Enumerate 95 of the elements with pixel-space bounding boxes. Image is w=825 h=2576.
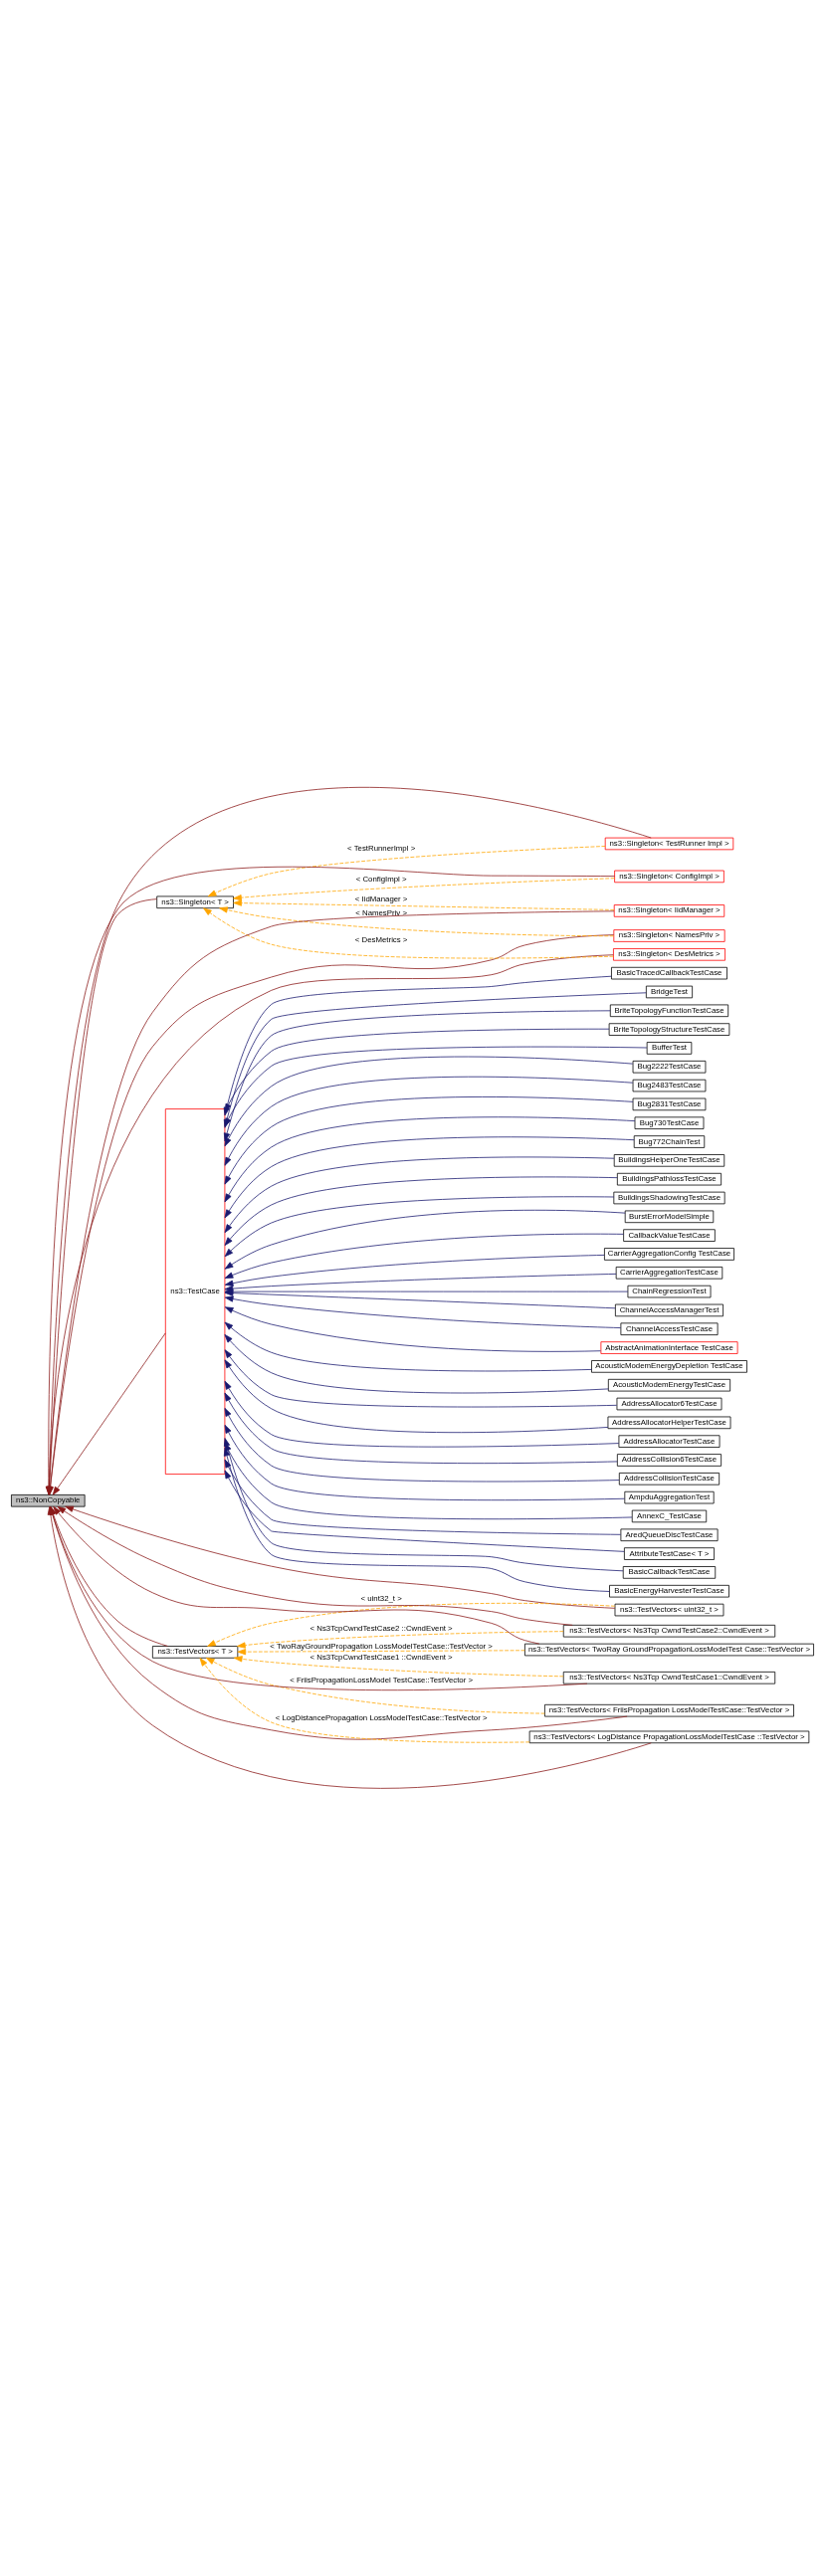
node-box: ns3::Singleton< T >	[156, 895, 234, 909]
arrow	[65, 1505, 616, 1609]
node-box: CarrierAggregationConfig TestCase	[604, 1248, 734, 1261]
node-box: Bug2222TestCase	[632, 1060, 707, 1074]
node-box: Bug2483TestCase	[632, 1079, 707, 1092]
node-box: ChannelAccessManagerTest	[615, 1303, 723, 1317]
node-box: AddressCollisionTestCase	[618, 1473, 721, 1486]
arrow	[224, 1136, 635, 1219]
node-box: ns3::TestVectors< TwoRay GroundPropagationLossModelTest Case::TestVector >	[524, 1643, 814, 1657]
node-box: Bug730TestCase	[634, 1116, 705, 1129]
node-box: AddressAllocatorHelperTestCase	[607, 1416, 731, 1430]
node-box: BriteTopologyFunctionTestCase	[609, 1004, 729, 1018]
node-box: BuildingsShadowingTestCase	[613, 1191, 725, 1205]
node-box: ChainRegressionTest	[627, 1285, 712, 1298]
node-box: ns3::Singleton< IidManager >	[613, 904, 725, 917]
arrow	[224, 1334, 609, 1394]
node-box: BurstErrorModelSimple	[624, 1210, 715, 1224]
arrow	[224, 1255, 605, 1287]
node-box: ns3::TestVectors< T >	[152, 1646, 239, 1659]
arrow	[224, 1380, 620, 1448]
edge-label: < uint32_t >	[360, 1594, 402, 1604]
arrow	[52, 1332, 166, 1495]
arrow	[224, 1459, 621, 1535]
arrow	[207, 846, 606, 897]
arrow	[224, 1470, 625, 1552]
node-box: ns3::TestVectors< uint32_t >	[614, 1603, 724, 1617]
edge-label: < FriisPropagationLossModel TestCase::TestVector >	[290, 1675, 474, 1684]
arrow	[233, 1656, 564, 1678]
node-box: BridgeTest	[645, 985, 693, 999]
arrow	[224, 1156, 615, 1234]
node-box: AmpduAggregationTest	[624, 1490, 715, 1504]
arrow	[237, 1631, 564, 1649]
node-box: BasicTracedCallbackTestCase	[611, 966, 727, 980]
arrow	[219, 906, 614, 937]
arrow	[223, 1447, 610, 1592]
edge-label: < DesMetrics >	[354, 934, 408, 944]
node-box: Bug2831TestCase	[632, 1097, 707, 1111]
arrow	[46, 787, 652, 1495]
node-box: BuildingsPathlossTestCase	[616, 1172, 722, 1186]
node-box: BufferTest	[646, 1042, 693, 1055]
arrow	[203, 907, 614, 959]
node-box: ns3::TestCase	[164, 1108, 226, 1475]
arrow	[233, 878, 615, 901]
node-box: AddressAllocatorTestCase	[618, 1435, 721, 1448]
node-box: AcousticModemEnergyDepletion TestCase	[591, 1360, 747, 1373]
node-box: AnnexC_TestCase	[631, 1509, 708, 1523]
arrow	[57, 1505, 573, 1626]
node-box: CallbackValueTestCase	[623, 1229, 716, 1242]
arrow	[224, 1295, 621, 1328]
arrow	[207, 1602, 616, 1647]
edge-label: < NamesPriv >	[355, 908, 408, 918]
node-box: ChannelAccessTestCase	[620, 1322, 719, 1335]
arrow	[199, 1658, 530, 1743]
edge-label: < Ns3TcpCwndTestCase2 ::CwndEvent >	[309, 1624, 453, 1634]
node-box: AddressCollision6TestCase	[616, 1454, 722, 1467]
node-box: AcousticModemEnergyTestCase	[607, 1378, 731, 1392]
node-box: ns3::Singleton< NamesPriv >	[613, 929, 725, 942]
edge-label: < ConfigImpl >	[355, 874, 407, 884]
node-box: BasicEnergyHarvesterTestCase	[609, 1584, 729, 1598]
arrow	[224, 1233, 624, 1279]
node-box: ns3::Singleton< DesMetrics >	[613, 948, 725, 961]
arrow	[224, 1176, 618, 1246]
arrow	[224, 1209, 626, 1270]
node-box: AttributeTestCase< T >	[624, 1547, 715, 1560]
arrow	[53, 1505, 540, 1645]
node-box: BuildingsHelperOneTestCase	[613, 1154, 725, 1167]
node-box: ns3::TestVectors< Ns3Tcp CwndTestCase1::CwndEvent >	[562, 1672, 776, 1684]
arrow	[224, 1028, 610, 1112]
node-box: ns3::NonCopyable	[11, 1494, 86, 1507]
arrow	[224, 1349, 617, 1408]
arrow	[224, 1359, 609, 1434]
arrow	[224, 1306, 601, 1352]
node-box: ns3::TestVectors< FriisPropagation LossModelTestCase::TestVector >	[544, 1703, 794, 1717]
arrow	[205, 1657, 545, 1714]
arrow	[233, 899, 615, 910]
node-box: ns3::TestVectors< LogDistance PropagationLossModelTestCase ::TestVector >	[528, 1730, 810, 1744]
arrow	[224, 1196, 615, 1258]
edge-label: < TwoRayGroundPropagation LossModelTestCase::TestVector >	[270, 1642, 493, 1652]
arrow	[46, 898, 157, 1495]
edge-label: < LogDistancePropagation LossModelTestCase::TestVector >	[275, 1712, 488, 1722]
node-box: ns3::Singleton< ConfigImpl >	[614, 870, 724, 884]
edge-label: < IidManager >	[354, 894, 408, 903]
node-box: AddressAllocator6TestCase	[616, 1397, 722, 1411]
edge-label: < TestRunnerImpl >	[347, 844, 416, 854]
node-box: ns3::Singleton< TestRunner Impl >	[604, 837, 734, 851]
node-box: CarrierAggregationTestCase	[615, 1267, 723, 1280]
node-box: BasicCallbackTestCase	[622, 1566, 717, 1579]
node-box: BriteTopologyStructureTestCase	[608, 1023, 730, 1036]
arrow	[237, 1649, 525, 1656]
node-box: ns3::TestVectors< Ns3Tcp CwndTestCase2::CwndEvent >	[562, 1624, 776, 1638]
arrow	[224, 1321, 592, 1372]
edge-label: < Ns3TcpCwndTestCase1 ::CwndEvent >	[309, 1653, 453, 1663]
node-box: AredQueueDiscTestCase	[620, 1528, 719, 1542]
node-box: AbstractAnimationInterface TestCase	[600, 1341, 738, 1354]
node-box: Bug772ChainTest	[633, 1135, 706, 1148]
